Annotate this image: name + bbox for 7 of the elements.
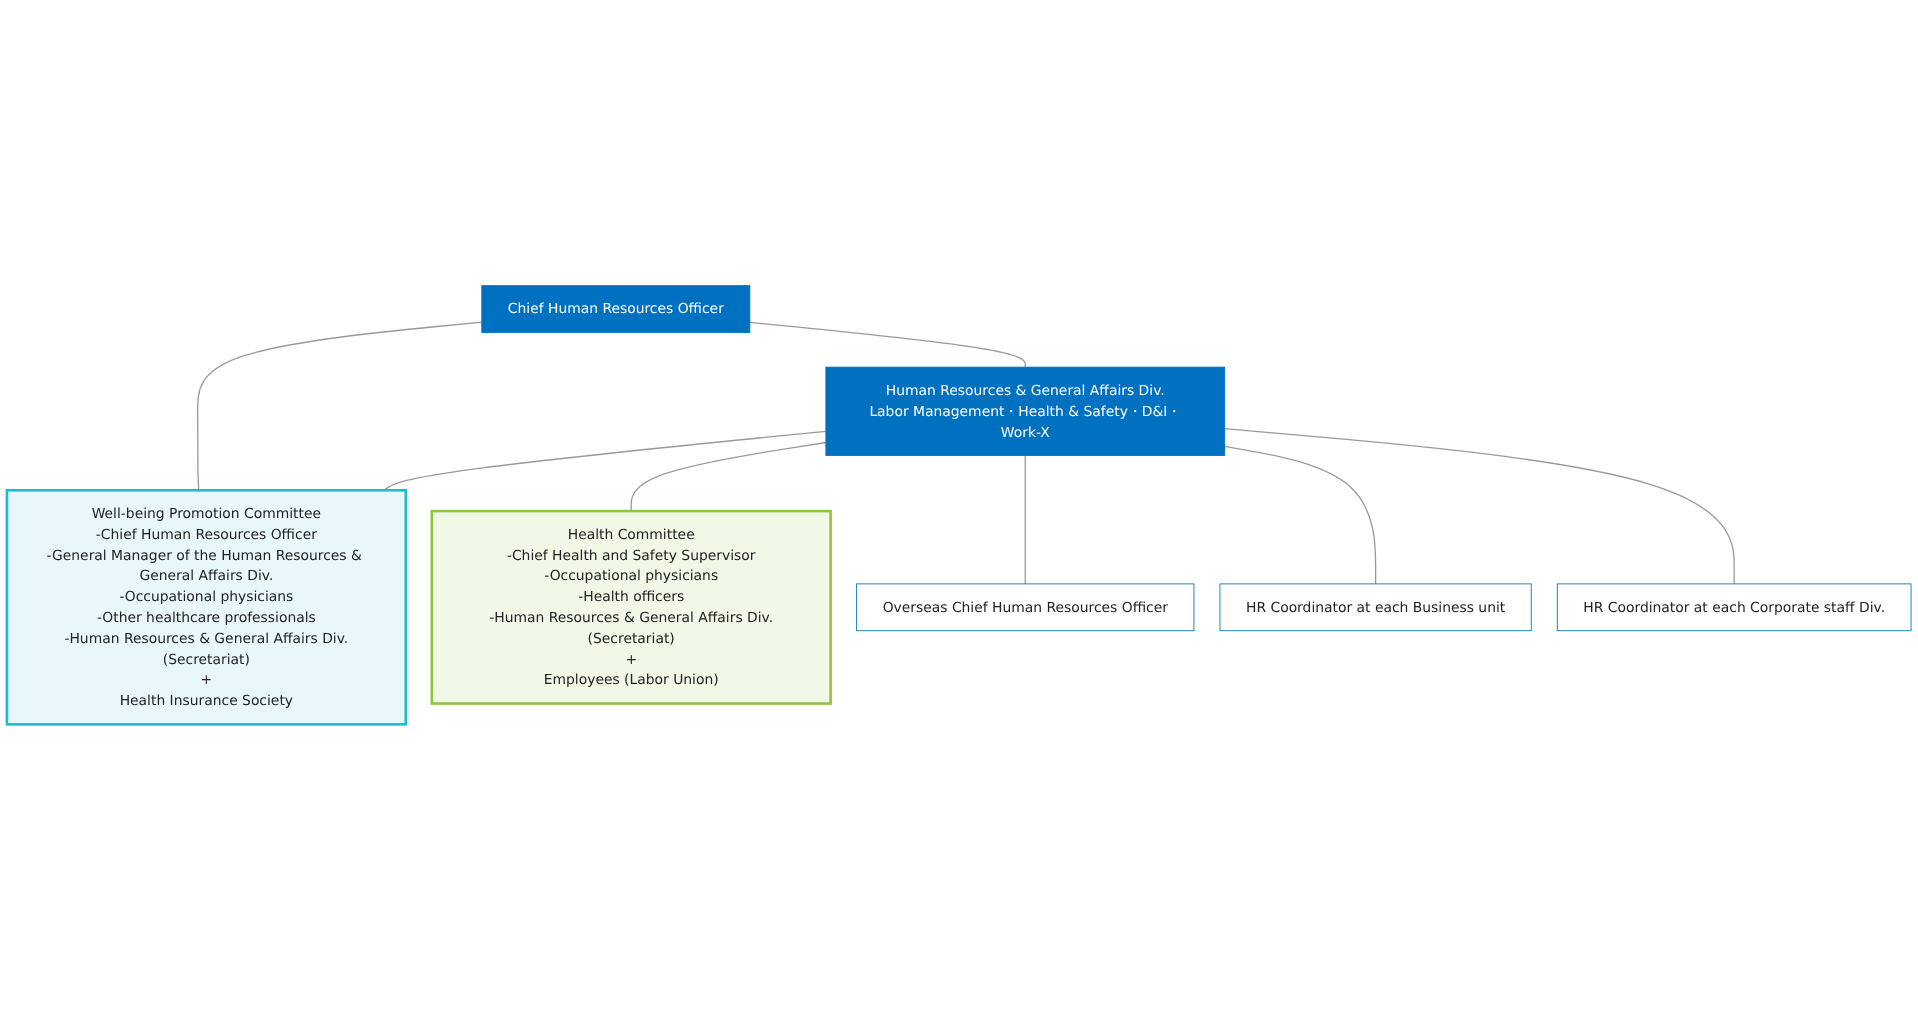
connector [749,321,1026,368]
connector [1224,428,1735,585]
connector [383,430,827,491]
connector [1024,454,1026,585]
connector [1224,445,1377,585]
connector [630,441,827,512]
connector [197,321,483,491]
